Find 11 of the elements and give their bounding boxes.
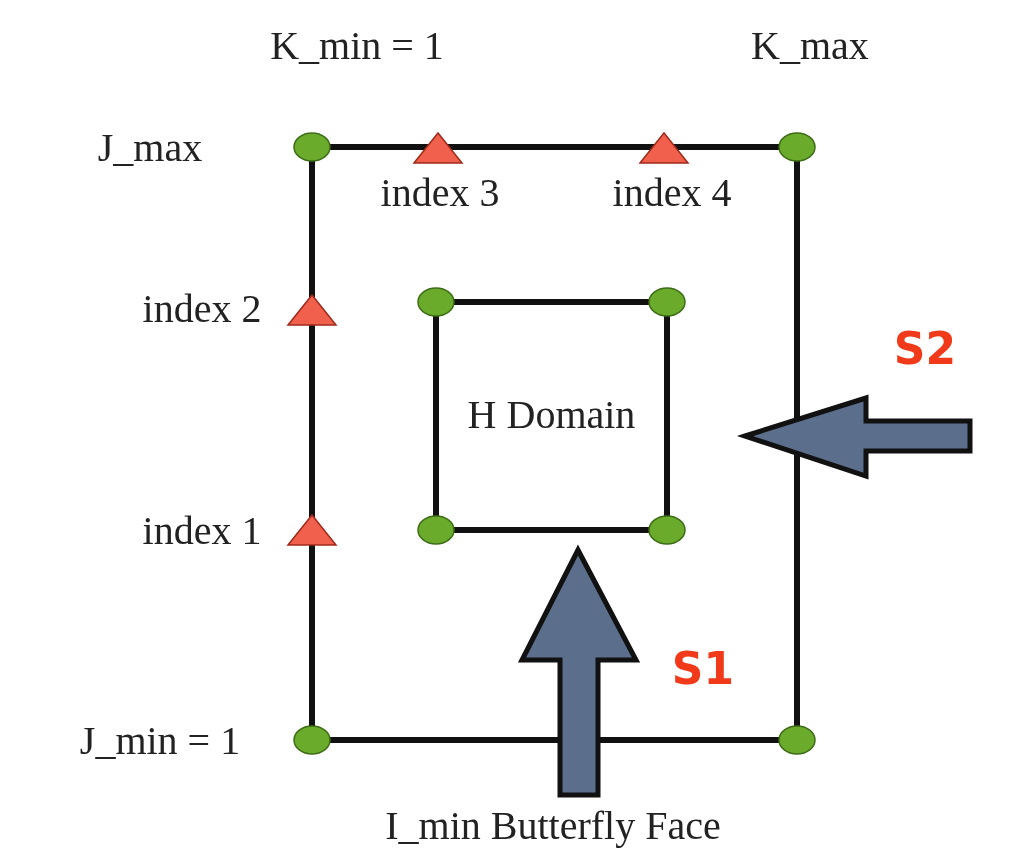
boundary-label: J_min = 1 xyxy=(79,716,241,764)
index-label: index 1 xyxy=(142,506,262,554)
index-label: index 2 xyxy=(142,284,262,332)
boundary-label: K_max xyxy=(751,21,869,69)
index-label: index 3 xyxy=(380,168,500,216)
boundary-label: K_min = 1 xyxy=(270,21,444,69)
boundary-label: J_max xyxy=(97,123,203,171)
face-label: I_min Butterfly Face xyxy=(385,801,721,849)
arrow-label: S2 xyxy=(893,322,957,374)
index-label: index 4 xyxy=(612,168,732,216)
arrow-label: S1 xyxy=(671,642,735,694)
